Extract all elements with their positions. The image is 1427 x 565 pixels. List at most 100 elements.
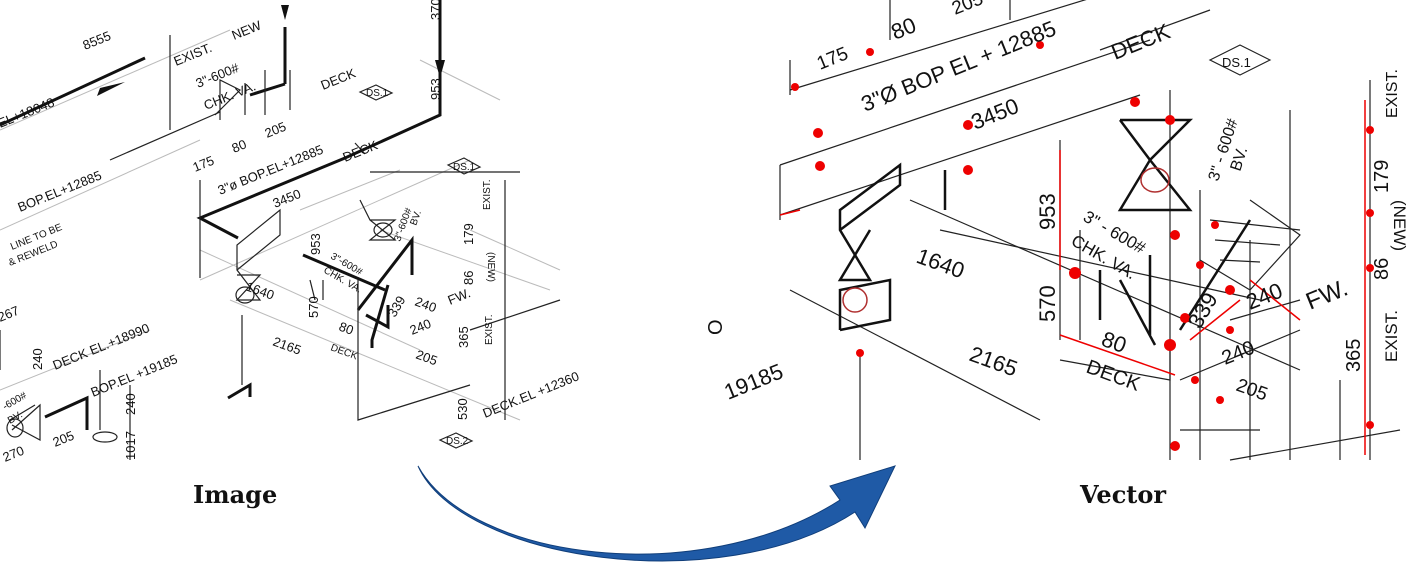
drawing-mark (379, 229, 551, 291)
drawing-mark (469, 229, 561, 271)
drawing-label: FW. (1302, 275, 1352, 316)
drawing-label: 365 (456, 326, 471, 348)
drawing-label: BV. (1228, 145, 1252, 173)
drawing-mark (1069, 267, 1081, 279)
drawing-label: 953 (308, 233, 323, 255)
drawing-mark (249, 82, 286, 97)
drawing-label: NEW (230, 17, 264, 43)
drawing-label: 205 (414, 347, 440, 369)
drawing-mark (417, 465, 896, 562)
drawing-mark (789, 0, 1087, 91)
drawing-mark (1179, 329, 1301, 381)
drawing-label: 953 (1035, 193, 1060, 230)
drawing-mark (373, 222, 393, 238)
drawing-mark (438, 432, 474, 449)
drawing-mark (44, 395, 89, 430)
drawing-mark (0, 329, 151, 391)
drawing-mark (446, 157, 482, 175)
drawing-mark (0, 56, 146, 127)
drawing-label: 175 (814, 43, 851, 74)
drawing-label: 2165 (271, 334, 303, 358)
drawing-mark (235, 286, 255, 304)
drawing-mark (1229, 299, 1301, 321)
drawing-label: 179 (461, 223, 476, 245)
drawing-mark (1366, 264, 1374, 272)
drawing-mark (1170, 441, 1180, 451)
drawing-mark (229, 299, 521, 421)
drawing-mark (789, 289, 1041, 421)
drawing-label: DECK (319, 65, 358, 93)
drawing-label: 3450 (271, 186, 303, 211)
drawing-mark (791, 83, 799, 91)
drawing-label: 179 (1371, 160, 1393, 193)
drawing-mark (1226, 326, 1234, 334)
drawing-mark (779, 39, 1151, 166)
drawing-mark (1189, 299, 1241, 341)
drawing-label: (NEW) (1390, 200, 1409, 251)
drawing-label: 2165 (966, 341, 1021, 381)
drawing-mark (1099, 9, 1211, 51)
flow-arrow-icon (97, 82, 125, 96)
drawing-label: BOP.EL+12885 (16, 168, 104, 215)
drawing-label: 3"Ø BOP EL + 12885 (858, 16, 1060, 117)
drawing-label: 86 (1371, 258, 1393, 280)
drawing-label: 80 (337, 319, 356, 338)
caption-image: Image (193, 480, 277, 509)
drawing-label: 370 (428, 0, 443, 20)
drawing-mark (1209, 219, 1301, 231)
drawing-mark (1059, 340, 1171, 381)
drawing-label: 8555 (81, 28, 113, 53)
drawing-mark (813, 128, 823, 138)
drawing-label: FW. (446, 285, 473, 308)
drawing-mark (837, 162, 902, 282)
drawing-label: 240 (30, 348, 45, 370)
drawing-mark (109, 111, 221, 161)
conversion-arrow-icon (417, 465, 896, 562)
drawing-label: EXIST. (1382, 310, 1401, 362)
drawing-label: 1640 (913, 243, 968, 283)
drawing-mark (779, 209, 801, 216)
drawing-label: 339 (1183, 288, 1223, 332)
drawing-label: EL+18048 (0, 95, 56, 131)
drawing-label: 205 (51, 428, 77, 450)
drawing-mark (866, 48, 874, 56)
vector-control-points (791, 41, 1374, 451)
drawing-label: 530 (455, 398, 470, 420)
drawing-mark (469, 299, 561, 331)
drawing-mark (356, 235, 414, 311)
drawing-mark (227, 382, 252, 400)
drawing-label: 205 (1233, 375, 1270, 406)
drawing-label: BOP.EL +19185 (89, 351, 180, 399)
drawing-label: DS.2 (446, 436, 469, 447)
drawing-mark (963, 165, 973, 175)
drawing-mark (1059, 334, 1176, 376)
drawing-label: EXIST. (172, 40, 214, 69)
drawing-label: DS.1 (1222, 55, 1251, 70)
drawing-label: 365 (1343, 339, 1365, 372)
drawing-mark (1219, 259, 1261, 263)
drawing-label: O (705, 319, 727, 335)
caption-vector: Vector (1079, 480, 1166, 509)
drawing-mark (435, 60, 445, 78)
drawing-mark (1249, 279, 1301, 321)
drawing-mark (1180, 313, 1190, 323)
drawing-mark (9, 404, 36, 421)
drawing-label: 205 (949, 0, 986, 20)
drawing-mark (419, 59, 501, 101)
drawing-mark (6, 418, 24, 438)
drawing-mark (11, 403, 41, 442)
drawing-mark (1208, 44, 1272, 76)
drawing-label: 240 (408, 316, 434, 338)
drawing-mark (1191, 376, 1199, 384)
drawing-label: 80 (1098, 326, 1130, 358)
drawing-mark (92, 431, 118, 443)
drawing-mark (235, 208, 281, 301)
drawing-label: DECK EL.+18990 (51, 320, 152, 372)
drawing-mark (370, 284, 390, 348)
drawing-mark (1211, 221, 1219, 229)
drawing-label: -600# (1, 390, 29, 413)
drawing-mark (0, 139, 201, 231)
drawing-label: 80 (230, 136, 249, 155)
drawing-mark (1178, 219, 1252, 331)
drawing-mark (1036, 41, 1044, 49)
